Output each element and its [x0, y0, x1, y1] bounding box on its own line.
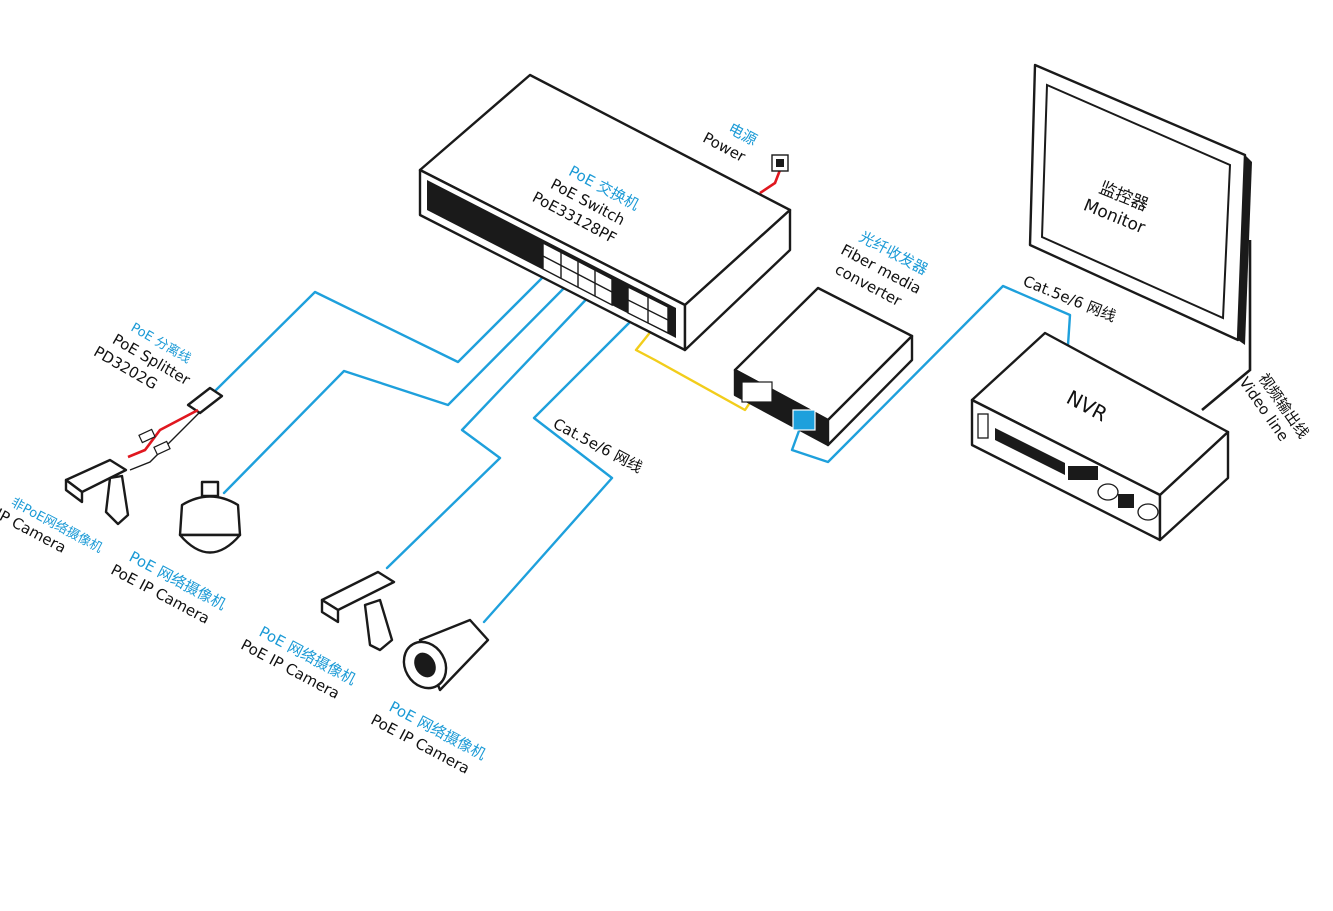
cable-to-bullet-camera	[482, 310, 642, 624]
cable-to-dome-camera	[222, 276, 576, 495]
fiber-media-converter	[733, 286, 914, 447]
power-cable	[759, 169, 782, 195]
poe-dome-camera	[178, 480, 242, 554]
splitter-labels: PoE 分离线 PoE Splitter PD3202G	[91, 320, 194, 394]
poe-box-camera	[320, 570, 396, 652]
dome-camera-labels: PoE 网络摄像机 PoE IP Camera	[108, 548, 229, 628]
monitor	[1028, 63, 1252, 345]
switch-ports	[542, 241, 669, 335]
bullet-camera-labels: PoE 网络摄像机 PoE IP Camera	[368, 698, 489, 778]
box-camera-labels: PoE 网络摄像机 PoE IP Camera	[238, 623, 359, 703]
cat-cables	[214, 266, 1072, 624]
nvr	[970, 331, 1230, 542]
non-poe-camera-labels: 非PoE网络摄像机 IP Camera	[0, 494, 105, 556]
cable-converter-to-nvr	[790, 284, 1072, 464]
fiber-cable	[634, 319, 756, 412]
cable-to-box-camera	[385, 286, 599, 570]
poe-splitter	[127, 386, 224, 471]
poe-bullet-camera	[402, 618, 490, 692]
poe-switch	[418, 73, 792, 352]
power-labels: 电源 Power	[700, 119, 760, 166]
video-line-labels: 视频输出线 Video line	[1235, 370, 1312, 445]
video-cable	[1201, 240, 1252, 411]
non-poe-ip-camera	[64, 458, 130, 526]
cable-to-splitter	[214, 266, 554, 392]
